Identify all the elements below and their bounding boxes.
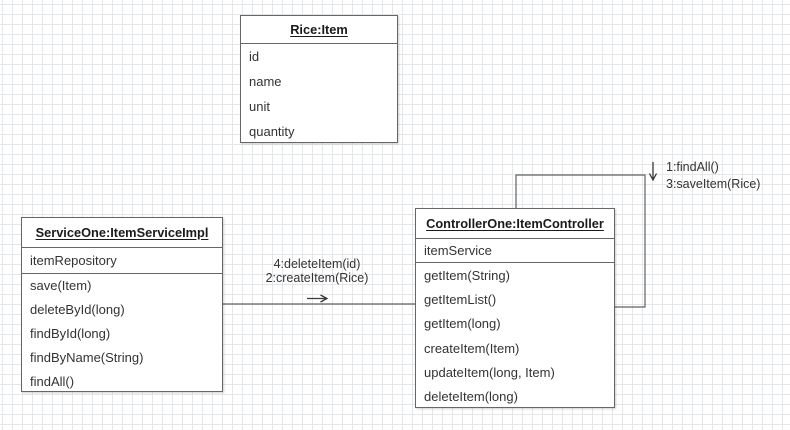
method-row-save[interactable]: save(Item) xyxy=(30,278,92,294)
method-row-find-by-name[interactable]: findByName(String) xyxy=(30,349,144,365)
object-box-service-one[interactable]: ServiceOne:ItemServiceImpl itemRepositor… xyxy=(21,217,223,392)
controller-self-loop-line[interactable] xyxy=(515,174,646,308)
attribute-row-item-repository[interactable]: itemRepository xyxy=(30,253,117,268)
method-row-update-item[interactable]: updateItem(long, Item) xyxy=(424,364,555,380)
attribute-row-id[interactable]: id xyxy=(249,49,260,64)
method-row-delete-item[interactable]: deleteItem(long) xyxy=(424,389,518,405)
attribute-row-item-service[interactable]: itemService xyxy=(424,243,492,258)
object-title-rice-item[interactable]: Rice:Item xyxy=(241,16,397,44)
method-row-get-item-list[interactable]: getItemList() xyxy=(424,291,497,307)
message-label-create-item: 2:createItem(Rice) xyxy=(265,270,369,285)
attribute-row-name[interactable]: name xyxy=(249,74,282,89)
method-row-find-all[interactable]: findAll() xyxy=(30,373,75,389)
method-row-create-item[interactable]: createItem(Item) xyxy=(424,340,520,356)
message-label-save-item: 3:saveItem(Rice) xyxy=(666,177,761,191)
object-box-controller-one[interactable]: ControllerOne:ItemController itemService… xyxy=(415,208,615,408)
method-row-get-item-long[interactable]: getItem(long) xyxy=(424,316,501,332)
object-title-controller-one[interactable]: ControllerOne:ItemController xyxy=(416,209,614,239)
method-row-get-item-string[interactable]: getItem(String) xyxy=(424,267,510,283)
object-box-rice-item[interactable]: Rice:Item id name unit quantity xyxy=(240,15,398,143)
method-row-find-by-id[interactable]: findById(long) xyxy=(30,325,111,341)
attribute-row-quantity[interactable]: quantity xyxy=(249,124,295,139)
message-label-find-all: 1:findAll() xyxy=(666,160,719,174)
message-label-delete-item: 4:deleteItem(id) xyxy=(273,257,361,271)
object-title-service-one[interactable]: ServiceOne:ItemServiceImpl xyxy=(22,218,222,248)
method-row-delete-by-id[interactable]: deleteById(long) xyxy=(30,302,125,318)
message-direction-down-arrow-icon xyxy=(648,162,658,182)
connector-label-self-loop[interactable]: 1:findAll() 3:saveItem(Rice) xyxy=(666,159,760,193)
message-direction-right-arrow-icon xyxy=(307,294,329,303)
connector-label-service-to-controller[interactable]: 4:deleteItem(id) 2:createItem(Rice) xyxy=(237,257,397,286)
attribute-row-unit[interactable]: unit xyxy=(249,99,270,114)
